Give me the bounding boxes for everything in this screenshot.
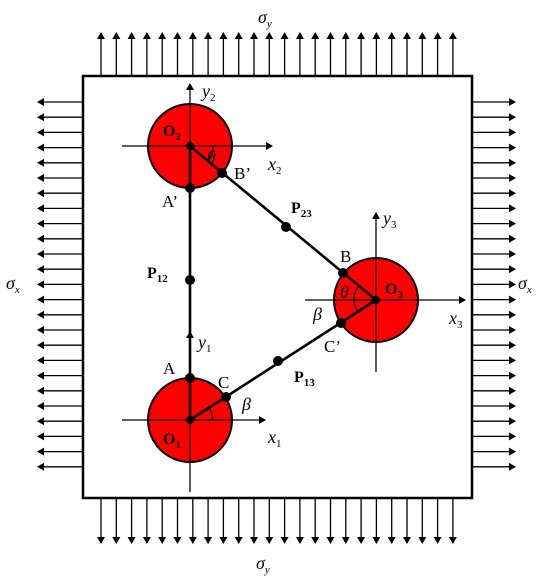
point-a-dot — [185, 373, 195, 383]
p13-dot — [273, 356, 283, 366]
axis-y1-label: y1 — [196, 332, 212, 355]
sigma-x-right-label: σx — [518, 273, 532, 296]
points — [185, 142, 380, 424]
point-b-dot — [338, 268, 348, 278]
sigma-y-top-arrows — [97, 32, 457, 75]
point-a-label: A — [163, 359, 176, 378]
point-a-prime-dot — [185, 183, 195, 193]
p12-dot — [185, 275, 195, 285]
sigma-x-right-arrows — [473, 98, 516, 471]
sigma-y-bottom-label: σy — [256, 553, 270, 576]
arc-beta-left — [208, 407, 214, 421]
point-c-prime-dot — [336, 318, 346, 328]
p13-label: P13 — [294, 369, 315, 389]
sigma-x-left-label: σx — [6, 273, 20, 296]
point-b-prime-dot — [217, 168, 227, 178]
sigma-y-top-label: σy — [258, 7, 272, 30]
sigma-y-bottom-arrows — [97, 499, 457, 544]
p23-label: P23 — [291, 200, 312, 220]
axis-y3-label: y3 — [381, 208, 397, 231]
o3-label: O3 — [385, 281, 403, 301]
o1-label: O1 — [163, 431, 181, 451]
axis-y2-label: y2 — [200, 81, 216, 104]
point-c-dot — [221, 392, 231, 402]
point-b-prime-label: B’ — [234, 164, 251, 183]
arc-beta-right — [353, 299, 359, 313]
point-c-prime-label: C’ — [324, 337, 341, 356]
point-b-label: B — [340, 247, 351, 266]
beta-right-label: β — [312, 304, 322, 324]
beta-left-label: β — [241, 394, 251, 414]
theta-right-label: θ — [340, 282, 349, 302]
arc-theta-right — [353, 286, 359, 301]
axis-x2-label: x2 — [267, 154, 282, 177]
axis-x3-label: x3 — [448, 308, 463, 331]
o2-label: O2 — [163, 123, 181, 143]
angle-arcs — [207, 145, 359, 421]
arc-theta-top — [207, 145, 214, 162]
point-c-label: C — [218, 373, 229, 392]
theta-top-label: θ — [207, 147, 216, 167]
p23-dot — [281, 222, 291, 232]
p12-label: P12 — [147, 265, 168, 285]
sigma-x-left-arrows — [37, 98, 82, 471]
point-a-prime-label: A’ — [162, 192, 178, 211]
axis-x1-label: x1 — [267, 427, 282, 450]
center-o3-dot — [372, 296, 380, 304]
center-o1-dot — [186, 416, 194, 424]
center-o2-dot — [186, 142, 194, 150]
